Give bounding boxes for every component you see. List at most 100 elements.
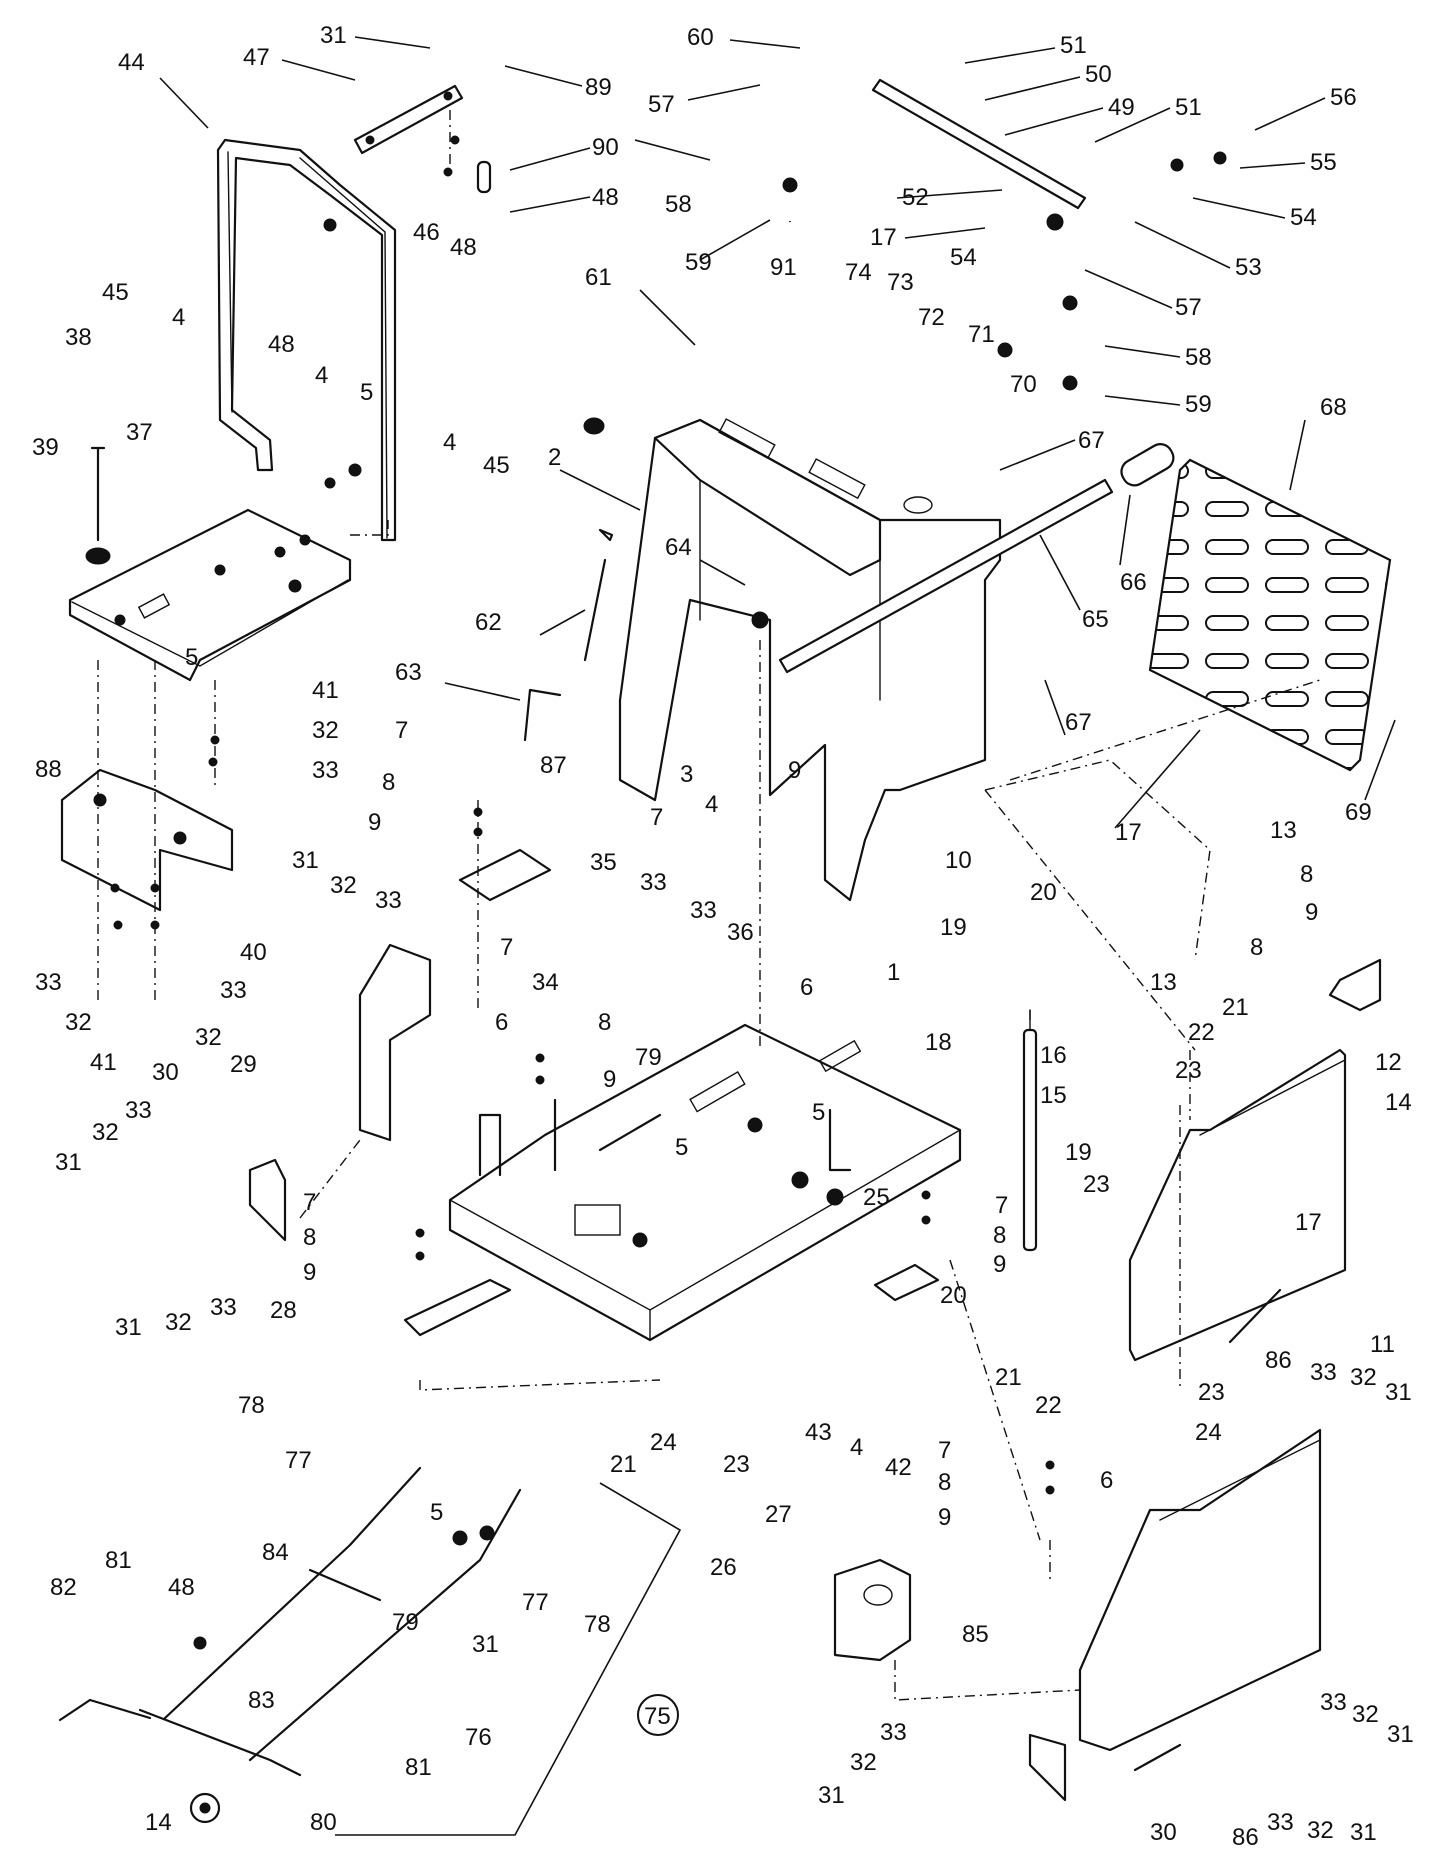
callout-30: 30 bbox=[1150, 1819, 1177, 1846]
callout-11: 11 bbox=[1370, 1331, 1395, 1358]
callout-14: 14 bbox=[145, 1809, 172, 1836]
callout-84: 84 bbox=[262, 1539, 289, 1566]
pin-90 bbox=[476, 160, 492, 194]
callout-83: 83 bbox=[248, 1687, 275, 1714]
callout-45: 45 bbox=[102, 279, 129, 306]
callout-9: 9 bbox=[603, 1066, 616, 1093]
callout-7: 7 bbox=[938, 1437, 951, 1464]
callout-74: 74 bbox=[845, 259, 872, 286]
callout-20: 20 bbox=[940, 1282, 967, 1309]
callout-8: 8 bbox=[993, 1222, 1006, 1249]
callout-50: 50 bbox=[1085, 61, 1112, 88]
grip-66 bbox=[1120, 443, 1175, 487]
callout-62: 62 bbox=[475, 609, 502, 636]
callout-23: 23 bbox=[1175, 1057, 1202, 1084]
plate-28 bbox=[403, 1278, 512, 1337]
callout-70: 70 bbox=[1010, 371, 1037, 398]
callout-24: 24 bbox=[1195, 1419, 1222, 1446]
callout-76: 76 bbox=[465, 1724, 492, 1751]
callout-33: 33 bbox=[312, 757, 339, 784]
callout-24: 24 bbox=[650, 1429, 677, 1456]
callout-67: 67 bbox=[1078, 427, 1105, 454]
callout-72: 72 bbox=[918, 304, 945, 331]
callout-10: 10 bbox=[945, 847, 972, 874]
callout-77: 77 bbox=[285, 1447, 312, 1474]
callout-89: 89 bbox=[585, 74, 612, 101]
seat-plate-37 bbox=[68, 508, 352, 682]
callout-8: 8 bbox=[1250, 934, 1263, 961]
callout-48: 48 bbox=[592, 184, 619, 211]
callout-27: 27 bbox=[765, 1501, 792, 1528]
callout-34: 34 bbox=[532, 969, 559, 996]
plate-25 bbox=[873, 1263, 940, 1302]
callout-33: 33 bbox=[1310, 1359, 1337, 1386]
callout-12: 12 bbox=[1375, 1049, 1402, 1076]
callout-35: 35 bbox=[590, 849, 617, 876]
callout-59: 59 bbox=[1185, 391, 1212, 418]
callout-31: 31 bbox=[1385, 1379, 1412, 1406]
callout-8: 8 bbox=[303, 1224, 316, 1251]
callout-9: 9 bbox=[303, 1259, 316, 1286]
strap-46 bbox=[353, 84, 464, 155]
callout-19: 19 bbox=[940, 914, 967, 941]
callout-36: 36 bbox=[727, 919, 754, 946]
callout-85: 85 bbox=[962, 1621, 989, 1648]
callout-31: 31 bbox=[320, 22, 347, 49]
callout-6: 6 bbox=[800, 974, 813, 1001]
callout-78: 78 bbox=[584, 1611, 611, 1638]
callout-23: 23 bbox=[723, 1451, 750, 1478]
callout-33: 33 bbox=[125, 1097, 152, 1124]
callout-57: 57 bbox=[1175, 294, 1202, 321]
callout-43: 43 bbox=[805, 1419, 832, 1446]
callout-60: 60 bbox=[687, 24, 714, 51]
callout-38: 38 bbox=[65, 324, 92, 351]
callout-labels: 31 89 47 44 90 48 46 48 48 60 51 57 50 4… bbox=[32, 22, 1414, 1851]
cover-85 bbox=[1078, 1428, 1322, 1752]
callout-41: 41 bbox=[312, 677, 339, 704]
callout-33: 33 bbox=[640, 869, 667, 896]
trolley-76 bbox=[58, 1466, 522, 1824]
callout-57: 57 bbox=[648, 91, 675, 118]
callout-39: 39 bbox=[32, 434, 59, 461]
callout-32: 32 bbox=[65, 1009, 92, 1036]
callout-33: 33 bbox=[880, 1719, 907, 1746]
callout-32: 32 bbox=[850, 1749, 877, 1776]
callout-47: 47 bbox=[243, 44, 270, 71]
callout-41: 41 bbox=[90, 1049, 117, 1076]
callout-48: 48 bbox=[168, 1574, 195, 1601]
callout-69: 69 bbox=[1345, 799, 1372, 826]
callout-8: 8 bbox=[1300, 861, 1313, 888]
callout-21: 21 bbox=[610, 1451, 637, 1478]
callout-32: 32 bbox=[195, 1024, 222, 1051]
callout-25: 25 bbox=[863, 1184, 890, 1211]
callout-80: 80 bbox=[310, 1809, 337, 1836]
callout-87: 87 bbox=[540, 752, 567, 779]
callout-5: 5 bbox=[360, 379, 373, 406]
callout-18: 18 bbox=[925, 1029, 952, 1056]
callout-8: 8 bbox=[938, 1469, 951, 1496]
callout-8: 8 bbox=[382, 769, 395, 796]
callout-20: 20 bbox=[1030, 879, 1057, 906]
bolt-86 bbox=[1228, 1288, 1282, 1344]
callout-90: 90 bbox=[592, 134, 619, 161]
callout-9: 9 bbox=[938, 1504, 951, 1531]
callout-21: 21 bbox=[1222, 994, 1249, 1021]
bolt-86b bbox=[1133, 1743, 1182, 1772]
callout-13: 13 bbox=[1270, 817, 1297, 844]
callout-79: 79 bbox=[635, 1044, 662, 1071]
callout-31: 31 bbox=[55, 1149, 82, 1176]
callout-75: 75 bbox=[644, 1703, 671, 1730]
wrench-62 bbox=[583, 528, 614, 662]
callout-46: 46 bbox=[413, 219, 440, 246]
callout-32: 32 bbox=[1307, 1817, 1334, 1844]
key-63 bbox=[523, 688, 562, 742]
callout-51: 51 bbox=[1060, 32, 1087, 59]
callout-31: 31 bbox=[115, 1314, 142, 1341]
hardware-dots bbox=[110, 135, 1227, 1650]
callout-6: 6 bbox=[1100, 1467, 1113, 1494]
callout-65: 65 bbox=[1082, 606, 1109, 633]
callout-17: 17 bbox=[1295, 1209, 1322, 1236]
callout-4: 4 bbox=[172, 304, 185, 331]
callout-4: 4 bbox=[705, 791, 718, 818]
